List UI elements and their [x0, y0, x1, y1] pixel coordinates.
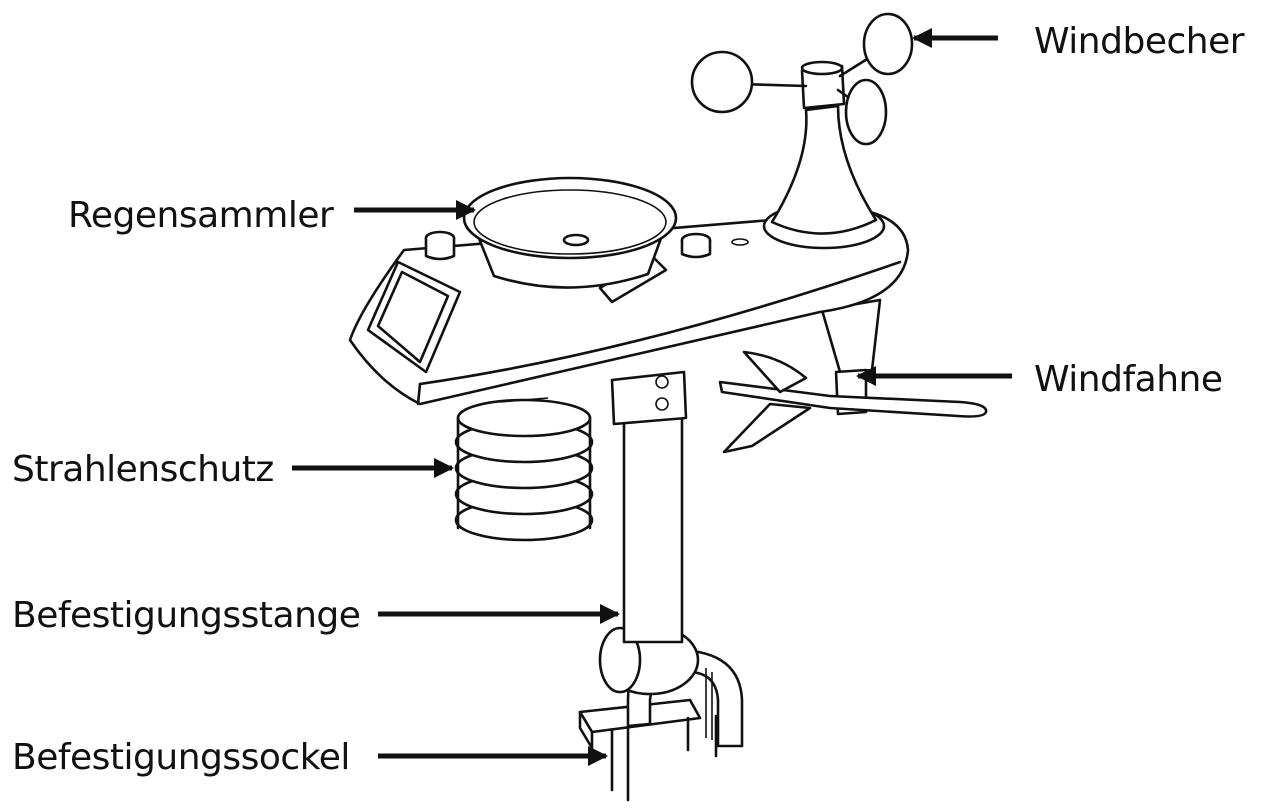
rain-collector	[462, 176, 678, 289]
label-windbecher: Windbecher	[1034, 21, 1245, 62]
wind-cup-assembly	[690, 12, 914, 250]
label-befestigungsstange: Befestigungsstange	[12, 595, 361, 636]
radiation-shield	[454, 397, 594, 542]
mounting-pole	[598, 370, 700, 696]
label-strahlenschutz: Strahlenschutz	[12, 449, 274, 490]
label-befestigungssockel: Befestigungssockel	[12, 737, 350, 778]
wind-vane	[718, 298, 988, 454]
pointer-arrows	[292, 28, 1012, 766]
label-windfahne: Windfahne	[1034, 359, 1223, 400]
label-regensammler: Regensammler	[68, 195, 334, 236]
